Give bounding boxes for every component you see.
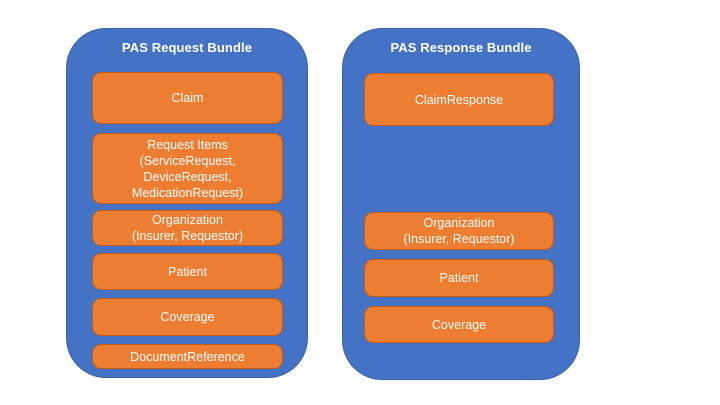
resource-box-organization-response: Organization (Insurer, Requestor) [364, 212, 554, 250]
resource-box-claim-response: ClaimResponse [364, 73, 554, 126]
resource-box-claim: Claim [92, 72, 283, 124]
resource-box-patient-response: Patient [364, 259, 554, 297]
resource-box-organization-request: Organization (Insurer, Requestor) [92, 210, 283, 246]
resource-box-coverage-response: Coverage [364, 306, 554, 343]
resource-box-request-items: Request Items (ServiceRequest, DeviceReq… [92, 133, 283, 204]
pas-request-bundle-title: PAS Request Bundle [121, 40, 253, 55]
resource-box-patient-request: Patient [92, 253, 283, 290]
pas-response-bundle-title: PAS Response Bundle [390, 40, 532, 55]
pas-request-bundle-container: PAS Request Bundle Claim Request Items (… [66, 28, 308, 378]
pas-response-bundle-container: PAS Response Bundle ClaimResponse Organi… [342, 28, 580, 380]
resource-box-coverage-request: Coverage [92, 298, 283, 336]
resource-box-document-reference: DocumentReference [92, 344, 283, 369]
